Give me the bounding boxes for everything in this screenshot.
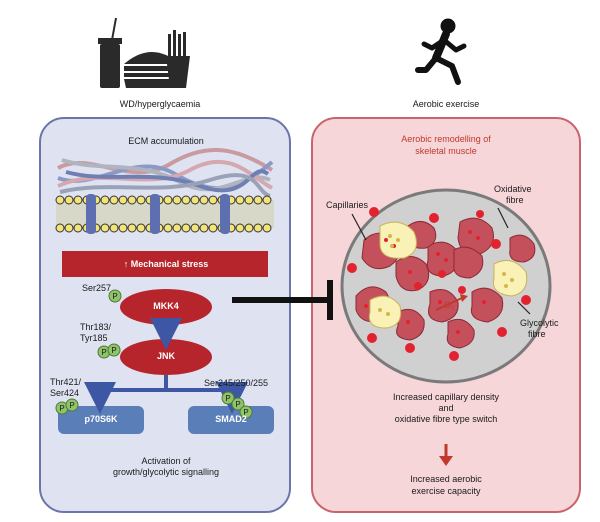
smad2-node	[188, 406, 274, 434]
left-outcome-line-2: growth/glycolytic signalling	[112, 467, 220, 477]
right-result-line-3: oxidative fibre type switch	[394, 414, 498, 424]
mkk4-label: MKK4	[153, 301, 179, 311]
p70s6k-label: p70S6K	[84, 414, 118, 424]
glycolytic-fibre-label-2: fibre	[528, 329, 546, 339]
oxidative-fibre-label-1: Oxidative	[494, 184, 532, 194]
right-panel-title-2: skeletal muscle	[415, 146, 477, 156]
cell-membrane	[55, 194, 274, 234]
left-outcome-line-1: Activation of	[141, 456, 191, 466]
p70-site-label-1: Thr421/	[50, 377, 82, 387]
right-outcome-line-1: Increased aerobic	[410, 474, 482, 484]
capillaries-label: Capillaries	[326, 200, 369, 210]
smad2-site-label: Ser245/250/255	[204, 378, 269, 388]
outcome-arrow	[439, 444, 453, 466]
runner-icon	[415, 18, 467, 85]
ecm-fibres	[57, 148, 274, 198]
diet-label: WD/hyperglycaemia	[119, 99, 201, 109]
mechanical-stress-banner	[62, 251, 268, 277]
oxidative-fibre-label-2: fibre	[506, 195, 524, 205]
jnk-node	[120, 339, 212, 375]
phospho-badge-label-5: P	[225, 394, 230, 403]
jnk-site-label-1: Thr183/	[80, 322, 112, 332]
glycolytic-fibre-label-1: Glycolytic	[520, 318, 559, 328]
mkk4-node	[120, 289, 212, 325]
jnk-site-label-2: Tyr185	[80, 333, 108, 343]
right-result-line-2: and	[438, 403, 454, 413]
phospho-badge-label-6: P	[235, 400, 240, 409]
p70s6k-node	[58, 406, 144, 434]
phospho-badges	[55, 289, 253, 419]
right-panel-title-1: Aerobic remodelling of	[401, 134, 491, 144]
phospho-badge-label-2: P	[111, 346, 116, 355]
callout-lines	[351, 207, 531, 315]
left-panel-title: ECM accumulation	[128, 136, 204, 146]
smad2-label: SMAD2	[215, 414, 247, 424]
mechanical-stress-label: ↑ Mechanical stress	[123, 259, 209, 269]
jnk-label: JNK	[156, 351, 176, 361]
right-result-line-1: Increased capillary density	[392, 392, 500, 402]
phospho-badge-label-1: P	[101, 348, 106, 357]
exercise-label: Aerobic exercise	[412, 99, 480, 109]
muscle-cross-section	[340, 188, 552, 384]
fast-food-icon	[98, 17, 190, 88]
phospho-badge-label-7: P	[243, 408, 248, 417]
inhibition-arrow	[232, 280, 333, 320]
phospho-badge-label-3: P	[59, 404, 64, 413]
phospho-badge-label-4: P	[69, 401, 74, 410]
mkk4-site-label: Ser257	[82, 283, 112, 293]
phospho-badge-label-0: P	[112, 292, 117, 301]
p70-site-label-2: Ser424	[50, 388, 80, 398]
right-outcome-line-2: exercise capacity	[411, 486, 481, 496]
oxygen-label: O₂	[444, 300, 455, 310]
